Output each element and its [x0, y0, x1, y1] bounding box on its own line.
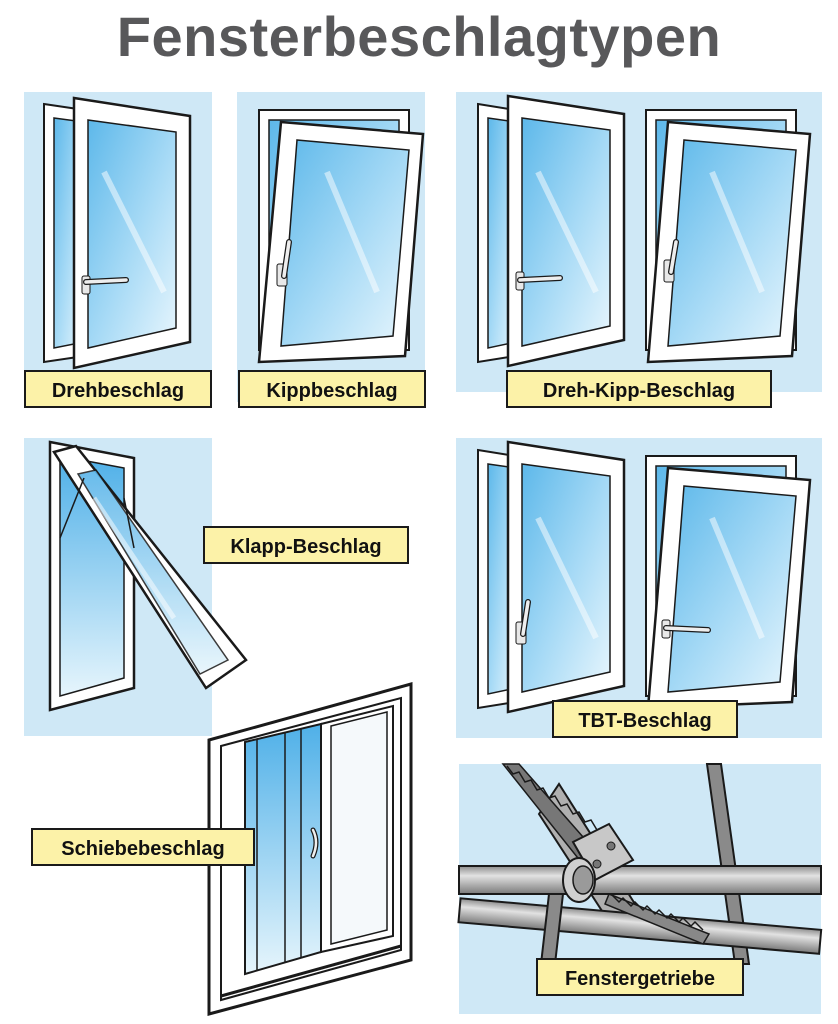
- schiebe-window-illustration: [207, 682, 413, 1016]
- label-klapp-beschlag: Klapp-Beschlag: [203, 526, 409, 564]
- label-schiebebeschlag: Schiebebeschlag: [31, 828, 255, 866]
- kippbeschlag-window-illustration: [257, 109, 425, 364]
- label-tbt-beschlag: TBT-Beschlag: [552, 700, 738, 738]
- tbt-window-illustration: [477, 440, 812, 714]
- label-drehbeschlag: Drehbeschlag: [24, 370, 212, 408]
- label-kippbeschlag: Kippbeschlag: [238, 370, 426, 408]
- fenstergetriebe-illustration: [457, 763, 823, 965]
- label-dreh-kipp-beschlag: Dreh-Kipp-Beschlag: [506, 370, 772, 408]
- dreh-kipp-window-illustration: [477, 94, 812, 368]
- klapp-window-illustration: [48, 440, 248, 712]
- page-title: Fensterbeschlagtypen: [116, 5, 722, 68]
- drehbeschlag-window-illustration: [43, 96, 192, 370]
- label-fenstergetriebe: Fenstergetriebe: [536, 958, 744, 996]
